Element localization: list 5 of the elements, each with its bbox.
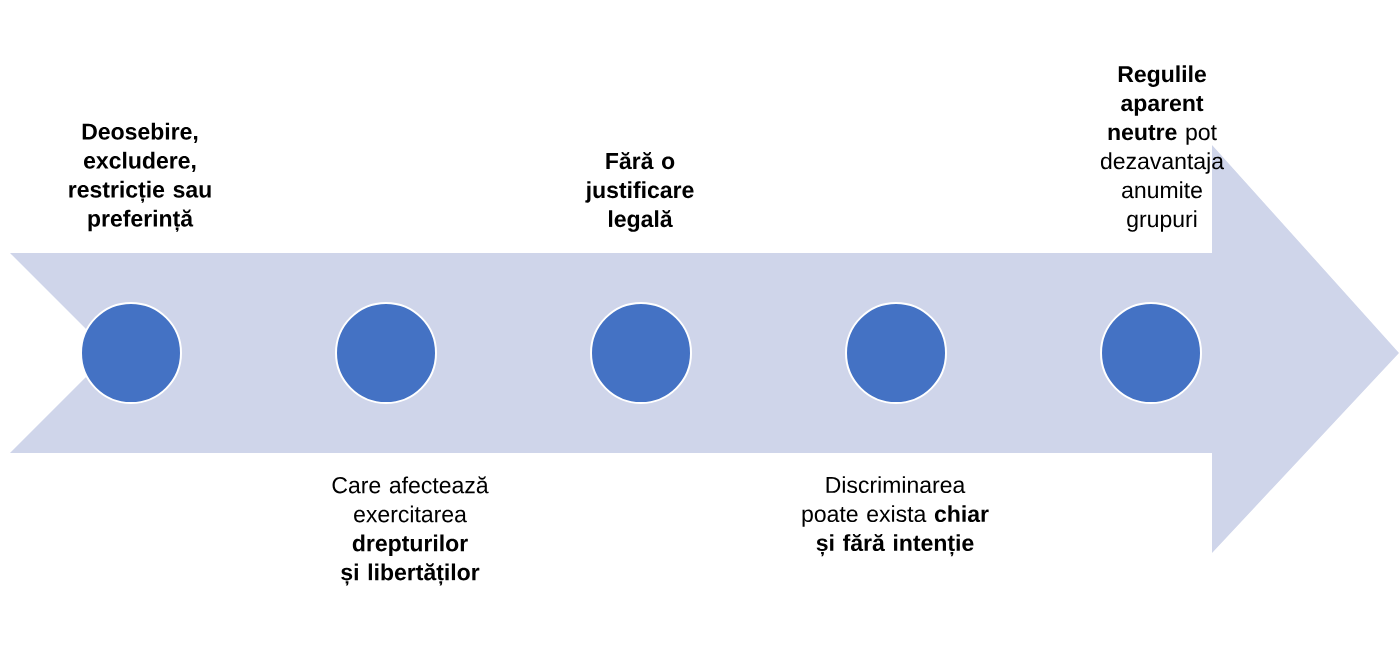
step-text: Discriminarea poate exista chiar și fără intenție bbox=[802, 476, 989, 557]
step-text: Deosebire, excludere, restricție sau preferință bbox=[69, 122, 211, 232]
step-text: Care afectează exercitarea drepturilor și libertăților bbox=[332, 476, 489, 586]
step-text: Regulile aparent neutre pot dezavantaja anumite grupuri bbox=[1100, 65, 1224, 232]
step-text: Fără o justificare legală bbox=[585, 152, 694, 232]
